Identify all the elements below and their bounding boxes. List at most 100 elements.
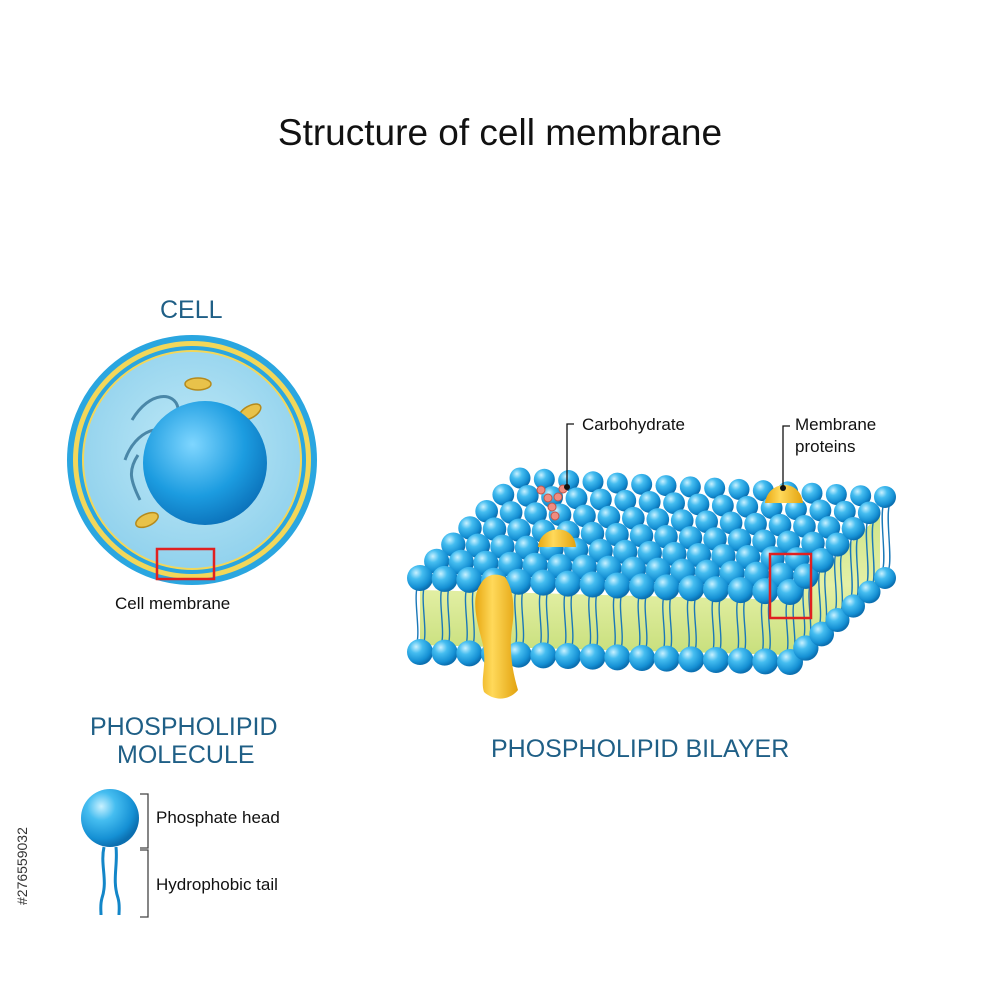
bilayer-highlight-box: [768, 552, 813, 620]
phospholipid-molecule: [81, 789, 149, 918]
carbohydrate-pointer-dot: [564, 484, 570, 490]
lipid-head: [777, 579, 803, 605]
lipid-tail: [785, 601, 789, 653]
glycoprotein: [538, 529, 576, 547]
lipid-head: [622, 506, 645, 530]
lipid-head: [809, 621, 835, 647]
lipid-head: [629, 645, 655, 671]
lipid-tail: [760, 600, 764, 652]
lipid-head: [728, 478, 750, 500]
lipid-tail: [711, 599, 715, 651]
lipid-head: [809, 499, 832, 522]
hydrophobic-tail-right: [113, 846, 121, 916]
hydrophobic-tail-label: Hydrophobic tail: [156, 875, 278, 894]
lipid-head: [850, 485, 872, 507]
lipid-head: [597, 505, 621, 529]
lipid-head: [614, 489, 637, 512]
lipid-head: [604, 644, 631, 671]
lipid-tail: [686, 598, 690, 650]
lipid-head: [530, 569, 557, 596]
lipid-tail: [865, 522, 869, 583]
lipid-head: [768, 513, 792, 537]
lipid-head: [703, 647, 729, 673]
lipid-tail: [881, 506, 885, 569]
lipid-head: [456, 640, 483, 667]
lipid-head: [533, 468, 555, 490]
lipid-head: [703, 576, 729, 603]
lipid-head: [744, 512, 767, 536]
lipid-tail: [887, 506, 891, 569]
lipid-tail: [422, 587, 426, 643]
peripheral-protein: [765, 484, 803, 503]
lipid-head: [663, 492, 685, 515]
cell-section-heading: CELL: [160, 296, 223, 324]
lipid-head: [653, 645, 680, 672]
tail-bracket: [140, 849, 149, 918]
mitochondrion: [184, 377, 212, 391]
lipid-tail: [619, 595, 623, 648]
nucleus: [143, 401, 267, 525]
lipid-head: [655, 475, 677, 497]
lipid-head: [752, 578, 779, 605]
lipid-head: [695, 510, 719, 534]
lipid-head: [874, 486, 896, 508]
lipid-head: [606, 472, 628, 494]
top-head-layer: [407, 467, 896, 605]
phosphate-head-label: Phosphate head: [156, 808, 280, 827]
bilayer-illustration: [407, 423, 896, 699]
lipid-head: [492, 483, 515, 506]
phosphate-head-sphere: [81, 789, 139, 847]
lipid-head: [509, 467, 531, 489]
page-title: Structure of cell membrane: [277, 112, 723, 153]
lipid-tail: [855, 538, 859, 597]
lipid-tail: [595, 594, 599, 647]
lipid-head: [841, 517, 865, 541]
cell-illustration: [67, 335, 317, 585]
lipid-head: [604, 572, 631, 599]
lipid-tail: [818, 570, 822, 625]
cell-membrane-inner-ring: [78, 346, 306, 574]
lipid-head: [555, 643, 581, 669]
lipid-head: [516, 484, 539, 507]
channel-protein: [475, 574, 518, 699]
lipid-tail: [464, 589, 468, 644]
lipid-head: [752, 648, 779, 675]
lipid-tail: [871, 522, 875, 583]
lipid-head: [736, 495, 759, 518]
lipid-tail: [736, 599, 740, 651]
lipid-tail: [545, 592, 549, 646]
lipid-head: [833, 500, 856, 523]
lipid-head: [801, 482, 823, 504]
lipid-head: [874, 567, 896, 589]
lipid-tail: [662, 597, 666, 649]
lipid-head: [456, 566, 483, 593]
lipid-head: [565, 487, 588, 510]
lipid-head: [407, 639, 433, 665]
bilayer-section-heading: PHOSPHOLIPID BILAYER: [491, 735, 790, 763]
lipid-tail: [440, 588, 444, 643]
lipid-tail: [521, 591, 525, 645]
lipid-head: [505, 568, 532, 595]
membrane-proteins-leader: [782, 425, 790, 488]
membrane-proteins-pointer-dot: [780, 485, 786, 491]
lipid-tail: [447, 588, 451, 643]
lipid-head: [857, 580, 881, 604]
lipid-tail: [833, 554, 838, 611]
lipid-tail: [693, 598, 697, 650]
lipid-tail: [612, 595, 616, 648]
lipid-head: [555, 570, 581, 597]
lipid-head: [825, 532, 850, 557]
lipid-head: [704, 477, 726, 499]
hydrophobic-tail-left: [99, 846, 106, 916]
lipid-tail: [415, 587, 419, 643]
lipid-tail: [538, 592, 542, 646]
cell-membrane-label: Cell membrane: [115, 594, 231, 613]
lipid-tail: [669, 597, 673, 649]
lipid-head: [679, 476, 701, 498]
lipid-head: [825, 483, 847, 505]
lipid-head: [785, 498, 807, 521]
lipid-head: [579, 571, 606, 598]
lipid-head: [646, 508, 670, 531]
carbohydrate-chain: [536, 484, 568, 521]
lipid-head: [431, 639, 458, 666]
